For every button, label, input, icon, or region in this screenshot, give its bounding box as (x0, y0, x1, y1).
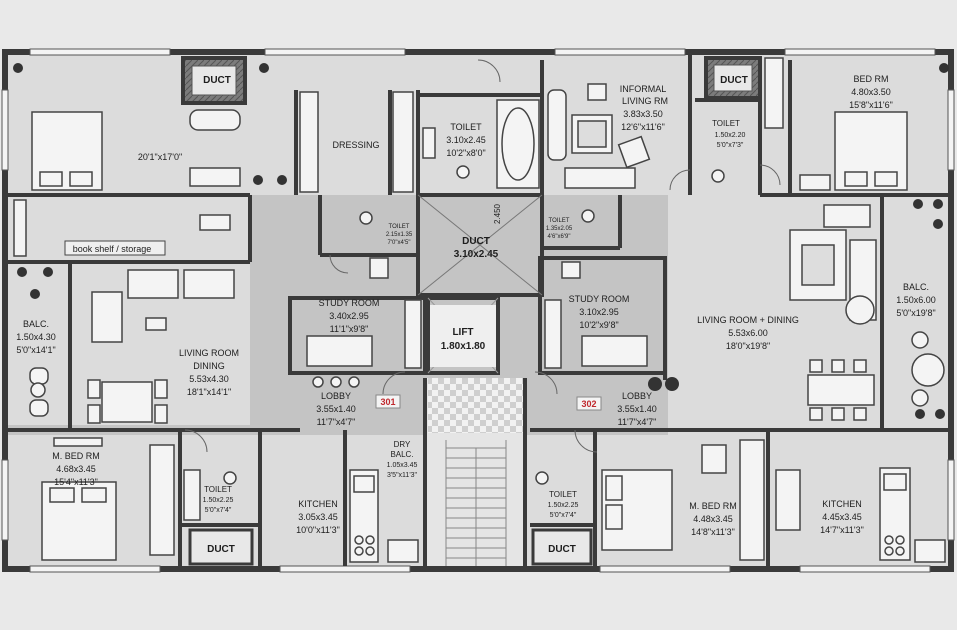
living-left-metric: 5.53x4.30 (189, 374, 229, 384)
toilet-metric: 3.10x2.45 (446, 135, 486, 145)
dry-balc-metric: 1.05x3.45 (387, 462, 418, 469)
windows (1, 48, 955, 573)
informal-imperial: 12'6"x11'6" (621, 122, 665, 132)
lobby-left-label: LOBBY (321, 391, 351, 401)
living-right-metric: 5.53x6.00 (728, 328, 768, 338)
toilet-br-label: TOILET (549, 490, 577, 499)
duct-center-label: DUCT (462, 236, 490, 247)
toilet-bl-imperial: 5'0"x7'4" (205, 507, 232, 514)
kitchen-left-metric: 3.05x3.45 (298, 512, 338, 522)
mbed-left-imperial: 15'4"x11'3" (54, 477, 98, 487)
toilet-label: TOILET (450, 122, 482, 132)
lobby-left-imperial: 11'7"x4'7" (317, 417, 356, 427)
dry-balc-imperial: 3'5"x11'3" (387, 472, 418, 479)
flat-302-badge (576, 396, 602, 411)
toilet-tr-metric: 1.50x2.20 (715, 132, 746, 139)
kitchen-right-metric: 4.45x3.45 (822, 512, 862, 522)
bed-rm-imperial: 15'8"x11'6" (849, 100, 893, 110)
living-left-label: LIVING ROOM (179, 348, 239, 358)
toilet-br-metric: 1.50x2.25 (548, 502, 579, 509)
balc-right-label: BALC. (903, 282, 929, 292)
toilet-tr-label: TOILET (712, 119, 740, 128)
balc-right-metric: 1.50x6.00 (896, 295, 936, 305)
bed-room-dimensions: 20'1"x17'0" (138, 152, 182, 162)
duct-label-top-right: DUCT (720, 75, 748, 86)
room-labels: DUCT 20'1"x17'0" book shelf / storage DR… (16, 74, 936, 555)
toilet-s1-imperial: 7'0"x4'5" (388, 240, 411, 246)
kitchen-left-imperial: 10'0"x11'3" (296, 525, 340, 535)
living-right-label: LIVING ROOM + DINING (697, 315, 799, 325)
lobby-right-label: LOBBY (622, 391, 652, 401)
lift-label: LIFT (452, 327, 473, 338)
toilet-tr-imperial: 5'0"x7'3" (717, 142, 744, 149)
mbed-right-label: M. BED RM (689, 501, 737, 511)
duct-shafts (181, 56, 762, 566)
interior-walls (8, 55, 948, 566)
study-left-metric: 3.40x2.95 (329, 311, 369, 321)
lobby-left-metric: 3.55x1.40 (316, 404, 356, 414)
kitchen-left-label: KITCHEN (298, 499, 338, 509)
balc-left-metric: 1.50x4.30 (16, 332, 56, 342)
duct-label-top-left: DUCT (203, 75, 231, 86)
toilet-s2-label: TOILET (549, 218, 570, 224)
study-right-imperial: 10'2"x9'8" (579, 320, 618, 330)
lift-metric: 1.80x1.80 (441, 341, 486, 352)
informal-label: INFORMAL (620, 84, 667, 94)
furniture (13, 57, 946, 563)
duct-center-vertical: 2.450 (493, 203, 502, 224)
dry-balc-label-2: BALC. (390, 450, 413, 459)
study-left-imperial: 11'1"x9'8" (330, 324, 369, 334)
bed-rm-metric: 4.80x3.50 (851, 87, 891, 97)
mbed-right-metric: 4.48x3.45 (693, 514, 733, 524)
duct-label-bottom-left: DUCT (207, 544, 235, 555)
living-left-imperial: 18'1"x14'1" (187, 387, 231, 397)
study-left-label: STUDY ROOM (319, 298, 380, 308)
doors (184, 59, 781, 453)
mbed-right-imperial: 14'8"x11'3" (691, 527, 735, 537)
toilet-s1-label: TOILET (389, 224, 410, 230)
mbed-left-metric: 4.68x3.45 (56, 464, 96, 474)
balc-left-imperial: 5'0"x14'1" (16, 345, 55, 355)
kitchen-right-label: KITCHEN (822, 499, 862, 509)
dry-balc-label: DRY (394, 440, 411, 449)
bed-rm-label: BED RM (853, 74, 888, 84)
flat-301-badge (375, 394, 401, 409)
informal-label-2: LIVING RM (622, 96, 668, 106)
informal-metric: 3.83x3.50 (623, 109, 663, 119)
bookshelf-box (64, 240, 166, 256)
bookshelf-label: book shelf / storage (73, 244, 152, 254)
toilet-imperial: 10'2"x8'0" (446, 148, 485, 158)
toilet-s2-imperial: 4'6"x6'9" (548, 234, 571, 240)
living-left-label-2: DINING (193, 361, 225, 371)
stair-landing (428, 378, 523, 433)
flat-301-label: 301 (380, 397, 395, 407)
lobby-right-metric: 3.55x1.40 (617, 404, 657, 414)
flat-302-label: 302 (581, 399, 596, 409)
plants (13, 63, 949, 419)
toilet-bl-metric: 1.50x2.25 (203, 497, 234, 504)
dressing-label: DRESSING (332, 140, 379, 150)
toilet-br-imperial: 5'0"x7'4" (550, 512, 577, 519)
mbed-left-label: M. BED RM (52, 451, 100, 461)
living-right-imperial: 18'0"x19'8" (726, 341, 770, 351)
balc-right-imperial: 5'0"x19'8" (896, 308, 935, 318)
toilet-s2-metric: 1.35x2.05 (546, 226, 573, 232)
study-right-label: STUDY ROOM (569, 294, 630, 304)
balc-left-label: BALC. (23, 319, 49, 329)
kitchen-right-imperial: 14'7"x11'3" (820, 525, 864, 535)
lobby-right-imperial: 11'7"x4'7" (618, 417, 657, 427)
duct-label-bottom-right: DUCT (548, 544, 576, 555)
toilet-s1-metric: 2.15x1.35 (386, 232, 413, 238)
stair-treads (445, 440, 507, 566)
toilet-bl-label: TOILET (204, 485, 232, 494)
outer-walls (2, 49, 954, 572)
duct-center-metric: 3.10x2.45 (454, 249, 499, 260)
study-right-metric: 3.10x2.95 (579, 307, 619, 317)
